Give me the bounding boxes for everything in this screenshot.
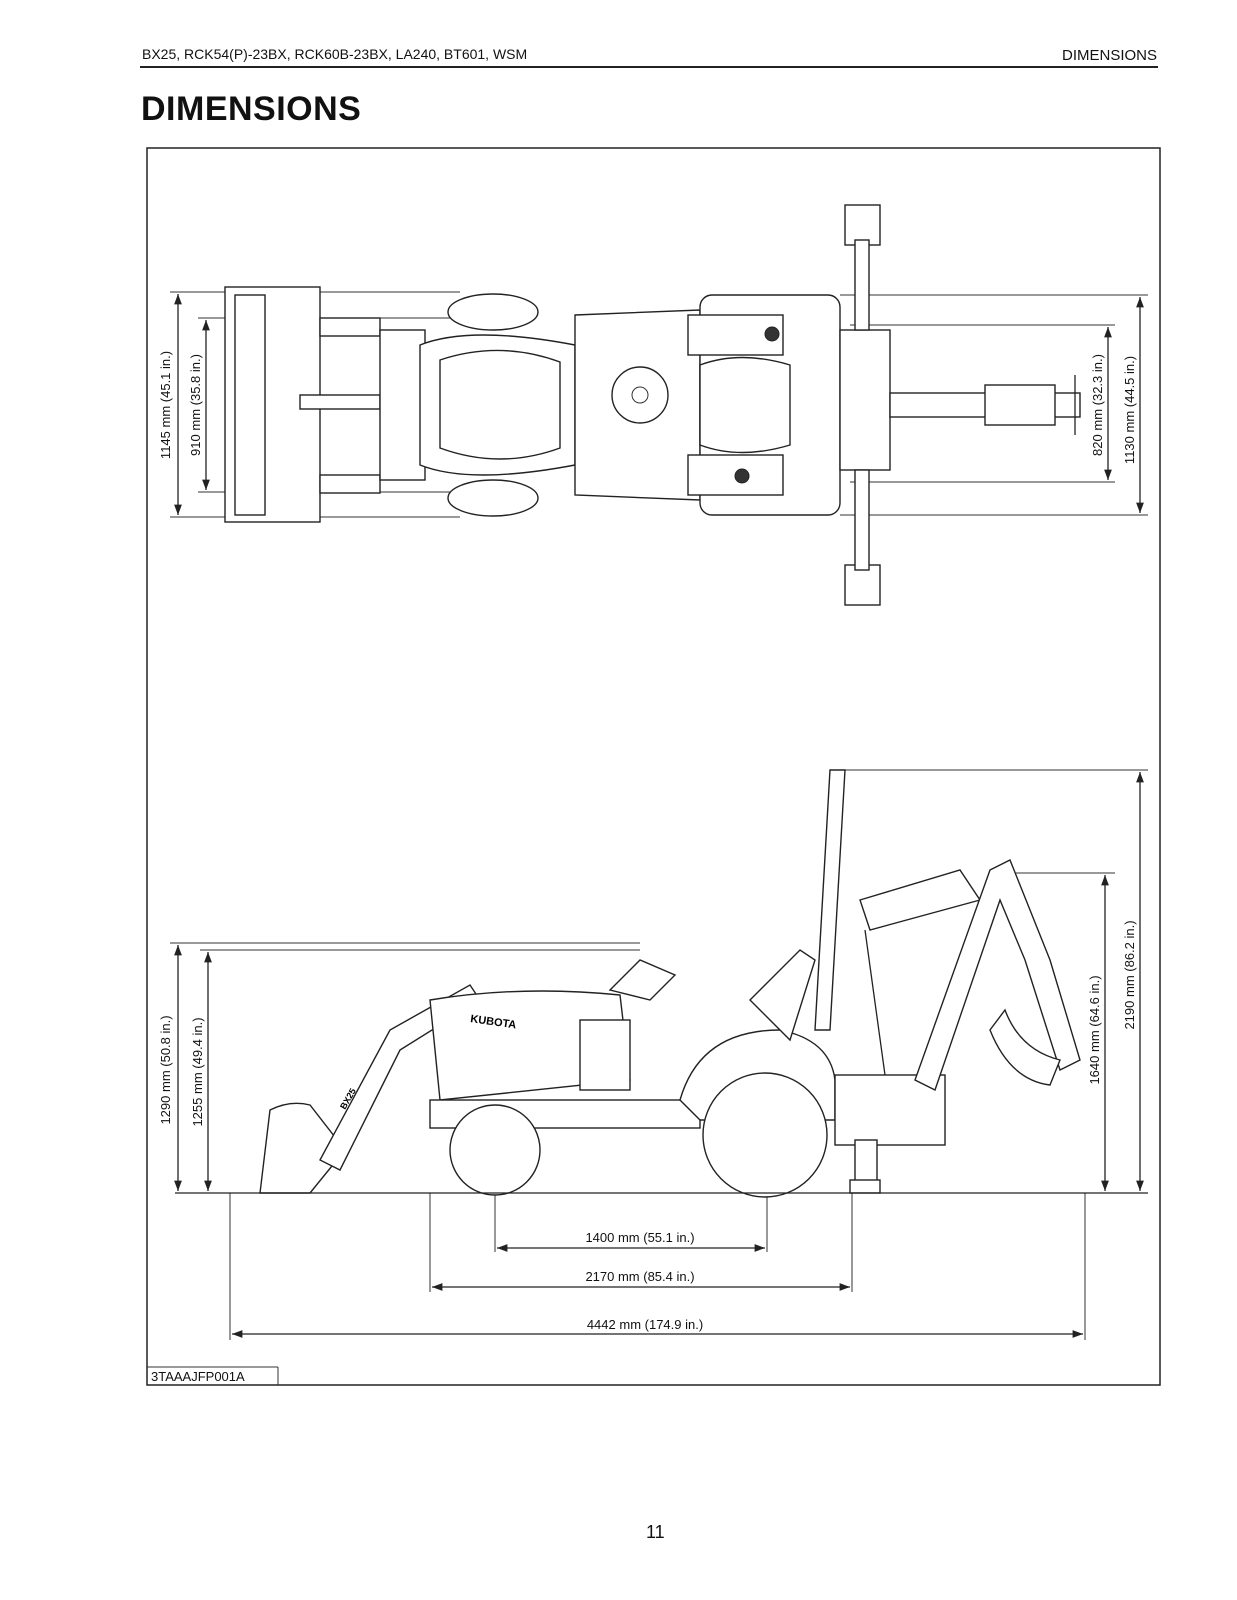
figure-frame <box>146 147 1161 1386</box>
dim-wheelbase: 1400 mm (55.1 in.) <box>585 1230 694 1245</box>
top-view-drawing <box>170 204 1148 606</box>
dim-front-tread: 910 mm (35.8 in.) <box>188 354 203 456</box>
dim-steering-height: 1255 mm (49.4 in.) <box>190 1017 205 1126</box>
header-models: BX25, RCK54(P)-23BX, RCK60B-23BX, LA240,… <box>142 46 528 62</box>
header-divider <box>140 66 1158 68</box>
side-view-drawing: KUBOTA BX25 <box>170 769 1148 1340</box>
dim-front-overall-width: 1145 mm (45.1 in.) <box>158 351 173 459</box>
dim-overall-length: 4442 mm (174.9 in.) <box>587 1317 703 1332</box>
page-title: DIMENSIONS <box>141 90 362 128</box>
dim-rear-tread: 820 mm (32.3 in.) <box>1090 354 1105 456</box>
page-number: 11 <box>646 1522 665 1542</box>
dim-overall-height-loader: 1290 mm (50.8 in.) <box>158 1015 173 1124</box>
dim-rear-overall-width: 1130 mm (44.5 in.) <box>1122 356 1137 464</box>
figure-code: 3TAAAJFP001A <box>151 1369 245 1384</box>
dim-length-without-loader: 2170 mm (85.4 in.) <box>585 1269 694 1284</box>
header-section: DIMENSIONS <box>1061 47 1157 64</box>
dim-rops-height: 2190 mm (86.2 in.) <box>1122 920 1137 1029</box>
dim-backhoe-height: 1640 mm (64.6 in.) <box>1087 975 1102 1084</box>
